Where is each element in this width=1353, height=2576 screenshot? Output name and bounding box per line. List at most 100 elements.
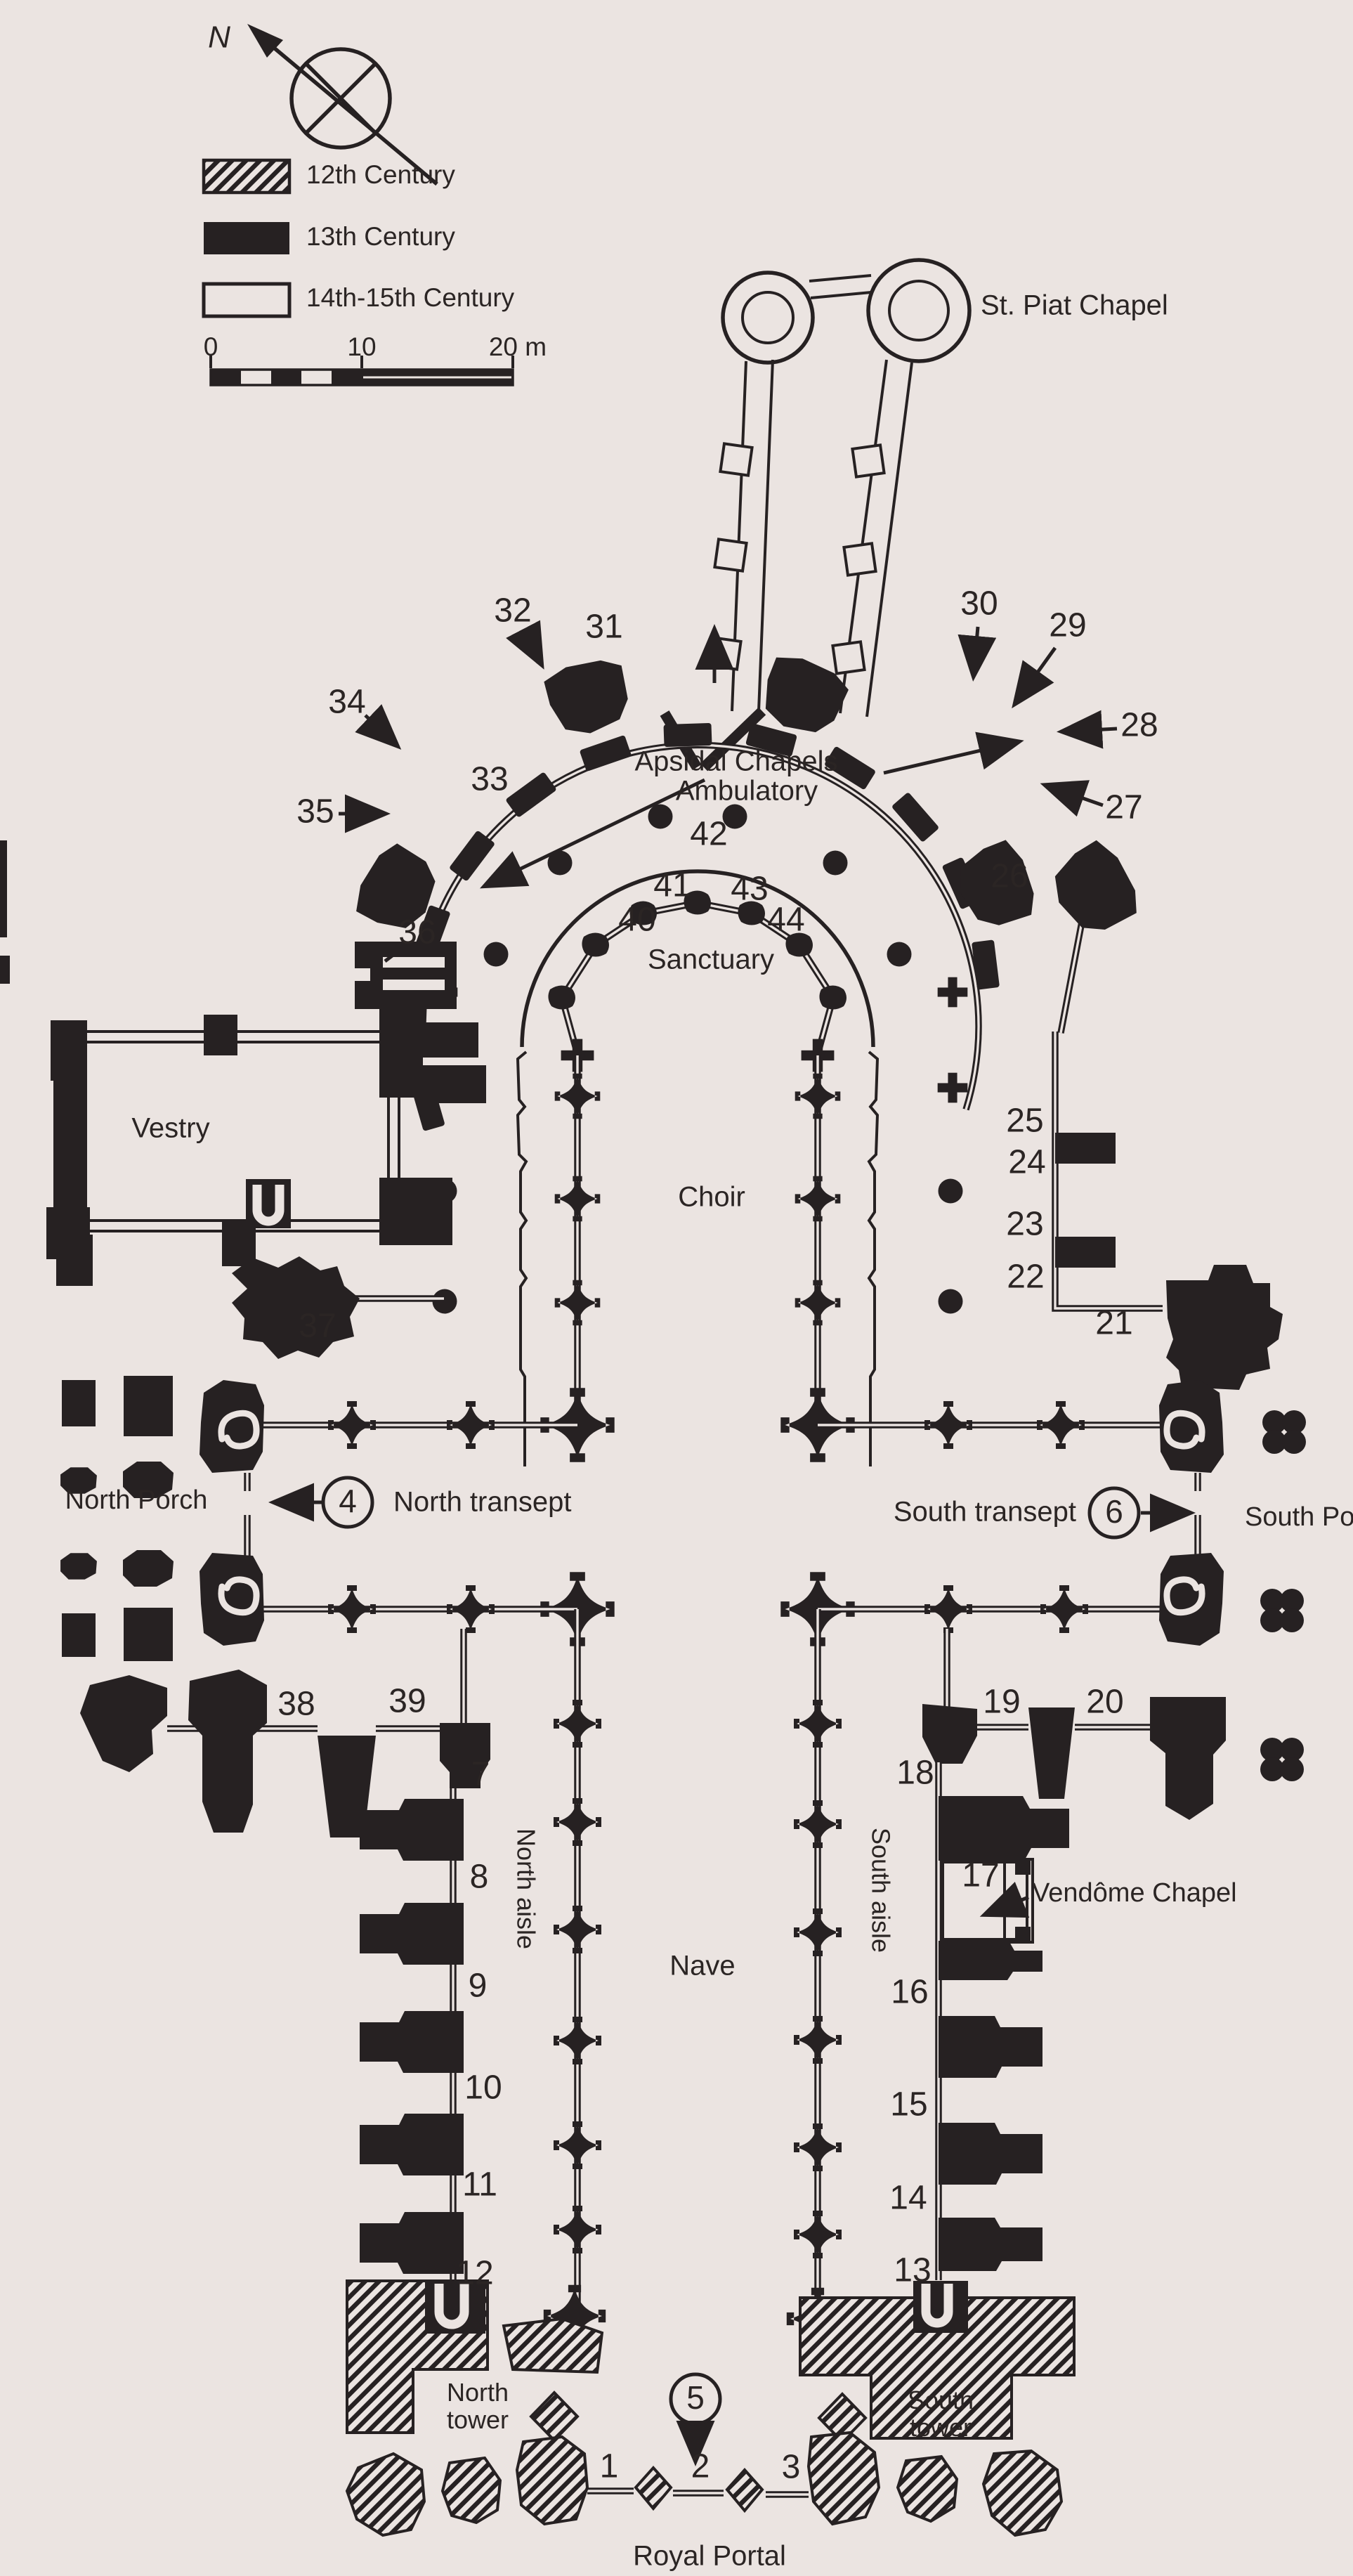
marker-20: 20: [1086, 1684, 1123, 1721]
marker-32: 32: [494, 592, 531, 630]
marker-24: 24: [1008, 1144, 1045, 1181]
arrow-from-29: [1012, 646, 1057, 709]
label-south-aisle: South aisle: [866, 1828, 895, 1953]
marker-44: 44: [767, 902, 804, 939]
label-legend-12th: 12th Century: [306, 160, 455, 189]
arrow-apsidal-left: [479, 778, 706, 889]
marker-12: 12: [456, 2255, 493, 2292]
legend: [202, 158, 292, 318]
label-north-porch: North Porch: [65, 1485, 208, 1515]
label-apsidal-chapels: Apsidal Chapels: [634, 746, 837, 777]
south-aisle-buttresses: [939, 1796, 1069, 2271]
marker-31: 31: [585, 609, 622, 646]
circled-marker-text-4: 4: [339, 1483, 357, 1519]
marker-10: 10: [464, 2069, 502, 2107]
legend-swatch-13th-solid: [204, 222, 289, 254]
marker-2: 2: [691, 2448, 710, 2485]
label-vendome-chapel: Vendôme Chapel: [1032, 1878, 1237, 1908]
stair-u-vestry: [252, 1185, 285, 1226]
label-scale-10: 10: [347, 332, 376, 361]
marker-11: 11: [462, 2166, 497, 2204]
marker-30: 30: [960, 585, 998, 623]
chapel-37-mass: [232, 1256, 360, 1359]
north-arrow-icon: [247, 24, 283, 58]
marker-17: 17: [962, 1857, 999, 1894]
arrow-from-28: [1057, 710, 1118, 749]
marker-18: 18: [896, 1755, 934, 1792]
circled-marker-6: [1087, 1486, 1141, 1540]
marker-15: 15: [890, 2086, 927, 2123]
circled-marker-4: [321, 1476, 374, 1529]
arrow-from-27: [1040, 780, 1104, 817]
marker-13: 13: [894, 2252, 931, 2289]
label-choir: Choir: [678, 1182, 745, 1213]
arrow-apsidal-right: [883, 731, 1024, 775]
label-nave: Nave: [669, 1951, 735, 1982]
arrow-from-34: [355, 704, 402, 750]
marker-41: 41: [653, 867, 691, 904]
marker-40: 40: [618, 902, 655, 939]
arrow-to-vendome: [979, 1882, 1030, 1918]
label-vestry: Vestry: [131, 1113, 209, 1144]
vestry-structure: [46, 1003, 452, 1266]
marker-7: 7: [471, 1756, 490, 1793]
marker-1: 1: [600, 2448, 619, 2485]
marker-29: 29: [1049, 607, 1086, 644]
text-labels: N 12th Century 13th Century 14th-15th Centu…: [65, 20, 1353, 2572]
label-sanctuary: Sanctuary: [648, 944, 774, 975]
marker-26: 26: [991, 858, 1028, 895]
legend-swatch-14-15th-outline: [202, 282, 292, 318]
label-scale-0: 0: [204, 332, 218, 361]
south-tower-mass: [799, 2296, 1076, 2440]
marker-3: 3: [782, 2449, 801, 2486]
label-ambulatory: Ambulatory: [676, 776, 818, 807]
circled-marker-text-5: 5: [686, 2379, 705, 2416]
marker-37: 37: [299, 1308, 336, 1345]
chapel-21-mass: [1166, 1265, 1283, 1398]
marker-19: 19: [983, 1684, 1020, 1721]
label-north-aisle: North aisle: [511, 1828, 540, 1949]
marker-8: 8: [470, 1859, 489, 1896]
north-aisle-buttresses: [360, 1799, 464, 2274]
west-towers: [346, 2279, 1076, 2444]
marker-14: 14: [889, 2180, 927, 2217]
marker-27: 27: [1105, 789, 1142, 826]
leader-arrows: [268, 620, 1196, 2466]
north-porch-columns: [60, 1376, 174, 1661]
label-south-transept: South transept: [894, 1497, 1076, 1528]
marker-34: 34: [328, 684, 365, 721]
scan-edge-artifacts: [0, 840, 10, 984]
nave-side-chapel-rows: [80, 1629, 1226, 1837]
sanctuary-structure: [520, 869, 875, 1072]
marker-33: 33: [471, 761, 508, 798]
label-north-transept: North transept: [393, 1487, 571, 1518]
arrow-from-32: [506, 620, 544, 670]
ambulatory-columns: [427, 804, 968, 1314]
arrow-from-36: [384, 946, 405, 963]
stair-u-north-tower: [434, 2284, 469, 2329]
south-porch-columns: [1260, 1410, 1306, 1781]
circled-marker-text-6: 6: [1105, 1493, 1123, 1530]
marker-22: 22: [1007, 1258, 1044, 1296]
marker-21: 21: [1095, 1305, 1132, 1342]
royal-portal-facade: [345, 2431, 1064, 2537]
label-scale-20m: 20 m: [489, 332, 547, 361]
marker-9: 9: [469, 1967, 488, 2005]
label-compass-n: N: [208, 20, 230, 55]
marker-23: 23: [1006, 1206, 1043, 1243]
marker-16: 16: [891, 1974, 928, 2011]
marker-36: 36: [398, 914, 436, 951]
label-legend-13th: 13th Century: [306, 222, 455, 251]
marker-42: 42: [690, 816, 727, 853]
marker-43: 43: [731, 871, 768, 908]
arrow-from-30: [957, 626, 997, 682]
nave-structure: [360, 1609, 1069, 2350]
marker-28: 28: [1120, 707, 1158, 744]
legend-swatch-12th-hatched: [202, 158, 292, 195]
marker-38: 38: [277, 1686, 315, 1723]
marker-39: 39: [388, 1683, 426, 1720]
label-legend-14-15th: 14th-15th Century: [306, 283, 515, 312]
label-st-piat-chapel: St. Piat Chapel: [981, 290, 1168, 321]
